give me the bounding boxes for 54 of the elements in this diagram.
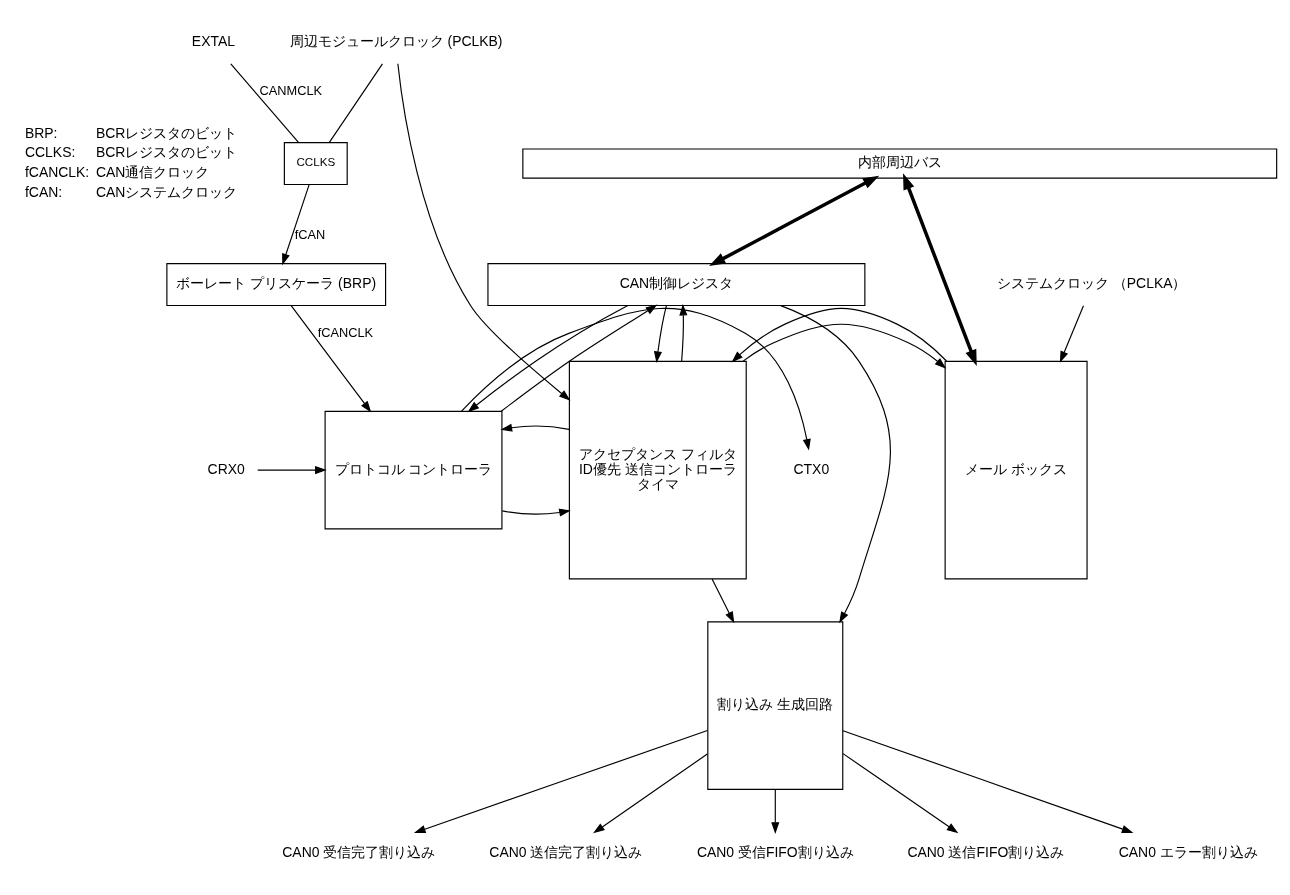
- node-text: EXTAL: [191, 32, 235, 49]
- arrow: [397, 62, 571, 401]
- arrow: [461, 307, 811, 451]
- label: BCRレジスタのビット: [95, 143, 238, 160]
- arrow: [780, 304, 891, 623]
- label: CANシステムクロック: [95, 183, 238, 200]
- arrow: [593, 752, 708, 833]
- label: CCLKS:: [24, 143, 76, 160]
- node-text: CAN0 受信完了割り込み: [282, 843, 436, 860]
- node-box: CCLKS: [283, 141, 348, 185]
- node-box: 内部周辺バス: [522, 147, 1278, 179]
- arrow: [842, 752, 959, 833]
- arrow: [413, 729, 709, 833]
- arrow: [709, 175, 880, 266]
- arrow: [500, 423, 570, 432]
- arrow: [653, 304, 667, 363]
- node-text: 周辺モジュールクロック (PCLKB): [289, 32, 503, 49]
- node-text: CAN0 送信FIFO割り込み: [907, 843, 1065, 860]
- arrow: [467, 304, 629, 412]
- arrow: [742, 323, 947, 369]
- node-box: ボーレート プリスケーラ (BRP): [166, 262, 387, 306]
- node-box: 割り込み 生成回路: [707, 620, 844, 790]
- node-text: CAN0 エラー割り込み: [1118, 843, 1258, 860]
- node-text: CAN0 送信完了割り込み: [489, 843, 643, 860]
- node-text: CTX0: [793, 460, 830, 477]
- connector: [230, 62, 300, 143]
- node-box: CAN制御レジスタ: [487, 262, 866, 306]
- edge-label: fCAN: [294, 226, 326, 242]
- arrow: [711, 577, 735, 623]
- label: fCAN:: [24, 183, 63, 200]
- arrow: [1059, 304, 1085, 363]
- label: BRP:: [24, 124, 58, 141]
- node-box: メール ボックス: [944, 360, 1088, 579]
- node-text: CAN0 受信FIFO割り込み: [696, 843, 854, 860]
- node-text: システムクロック （PCLKA）: [996, 274, 1187, 291]
- arrow: [771, 788, 780, 834]
- node-box: プロトコル コントローラ: [324, 410, 503, 529]
- arrow: [903, 172, 977, 366]
- label: BCRレジスタのビット: [95, 124, 238, 141]
- arrow: [257, 465, 327, 474]
- arrow: [290, 304, 372, 413]
- node-box: アクセプタンス フィルタ ID優先 送信コントローラ タイマ: [568, 360, 747, 579]
- arrow: [500, 304, 658, 412]
- node-text: CRX0: [207, 460, 245, 477]
- edge-label: fCANCLK: [317, 324, 374, 340]
- arrow: [842, 729, 1134, 833]
- arrow: [679, 303, 688, 362]
- connector: [328, 62, 383, 143]
- arrow: [501, 508, 571, 517]
- edge-label: CANMCLK: [259, 82, 323, 98]
- arrow: [282, 183, 310, 265]
- label: fCANCLK:: [24, 163, 90, 180]
- arrow: [731, 307, 948, 362]
- label: CAN通信クロック: [95, 163, 210, 180]
